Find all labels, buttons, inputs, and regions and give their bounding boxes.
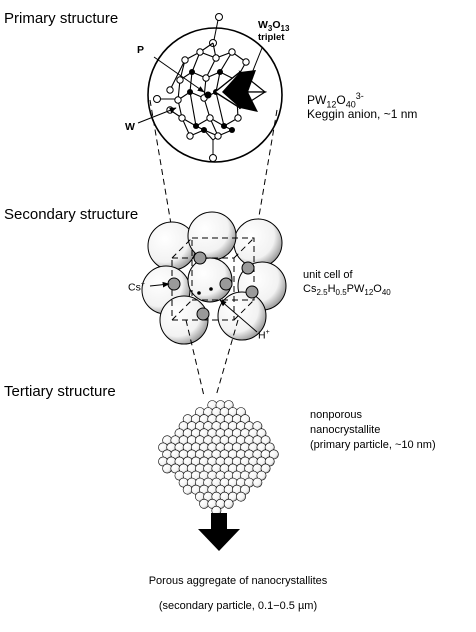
p-label: P: [137, 44, 145, 56]
crystal-sphere: [223, 498, 234, 509]
crystal-sphere: [199, 498, 209, 509]
down-arrow: [198, 513, 240, 551]
crystal-sphere: [252, 477, 263, 488]
w-arrow: [137, 107, 177, 124]
w3o13-triplet-shape: [213, 70, 268, 112]
crystal-sphere: [236, 491, 246, 502]
crystal-sphere: [162, 463, 173, 474]
w-label: W: [125, 121, 135, 133]
tertiary-line3: (primary particle, ~10 nm): [310, 439, 436, 451]
projection-line: [215, 319, 239, 397]
w3o13-label: W3O13: [258, 19, 290, 34]
aggregate-line1: Porous aggregate of nanocrystallites: [148, 575, 328, 587]
keggin-anion-diagram: [147, 13, 283, 163]
h-label: H+: [258, 329, 270, 342]
triplet-arrow: [249, 47, 263, 79]
projection-line: [149, 99, 173, 231]
p-arrow: [153, 56, 205, 93]
h-arrow: [219, 299, 258, 333]
crystal-sphere: [182, 484, 193, 495]
unit-cell-formula: Cs2.5H0.5PW12O40: [303, 283, 391, 298]
nanocrystallite-diagram: [158, 400, 279, 516]
projection-line: [185, 319, 205, 397]
tertiary-line2: nanocrystallite: [310, 424, 381, 436]
cs-arrow: [149, 281, 170, 288]
unit-cell-diagram: [141, 211, 287, 345]
keggin-formula: PW12O403-: [307, 91, 364, 110]
triplet-label: triplet: [258, 32, 285, 43]
primary-heading: Primary structure: [4, 10, 119, 27]
keggin-description: Keggin anion, ~1 nm: [307, 107, 418, 121]
aggregate-line2: (secondary particle, 0.1−0.5 µm): [158, 600, 318, 612]
tertiary-heading: Tertiary structure: [4, 383, 116, 400]
cs-label: Cs+: [128, 281, 145, 294]
unit-cell-line1: unit cell of: [303, 269, 353, 281]
secondary-heading: Secondary structure: [4, 206, 139, 223]
tertiary-line1: nonporous: [310, 409, 362, 421]
